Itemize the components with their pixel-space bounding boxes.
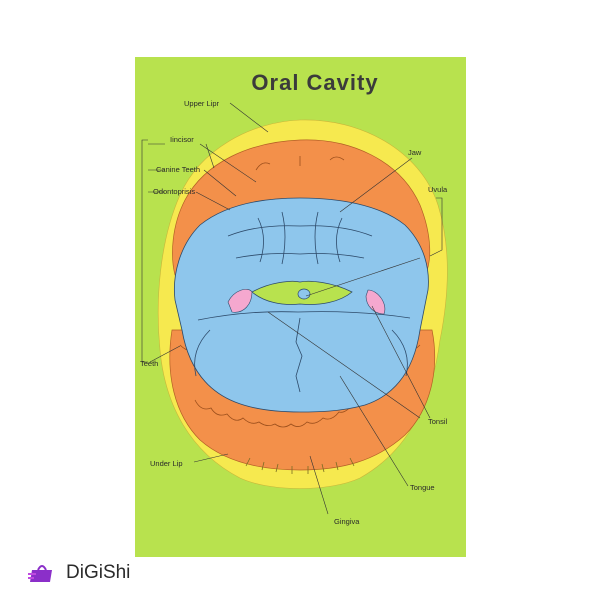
under-lip-marks <box>245 457 355 474</box>
uvula <box>297 288 311 300</box>
label-tonsil: Tonsil <box>428 417 448 426</box>
palate-ridges <box>227 211 373 265</box>
label-incisor: Iincisor <box>170 135 194 144</box>
left-tonsil <box>227 289 253 313</box>
leader-lines <box>141 102 443 515</box>
label-under-lip: Under Lip <box>150 459 183 468</box>
label-canine-teeth: Canine Teeth <box>156 165 200 174</box>
page-title: Oral Cavity <box>251 70 379 95</box>
label-teeth: Teeth <box>140 359 158 368</box>
shopping-bag-icon <box>28 565 52 582</box>
label-upper-lip: Upper Lipr <box>184 99 220 108</box>
mouth-cavity <box>174 197 429 413</box>
right-tonsil <box>365 289 386 315</box>
brand-name: DiGiShi <box>66 562 131 583</box>
label-uvula: Uvula <box>428 185 448 194</box>
label-tongue: Tongue <box>410 483 435 492</box>
label-odontoprisis: Odontoprisis <box>153 187 195 196</box>
label-gingiva: Gingiva <box>334 517 360 526</box>
tongue-lines <box>194 311 411 393</box>
label-jaw: Jaw <box>408 148 422 157</box>
brand-watermark: DiGiShi <box>28 562 130 584</box>
